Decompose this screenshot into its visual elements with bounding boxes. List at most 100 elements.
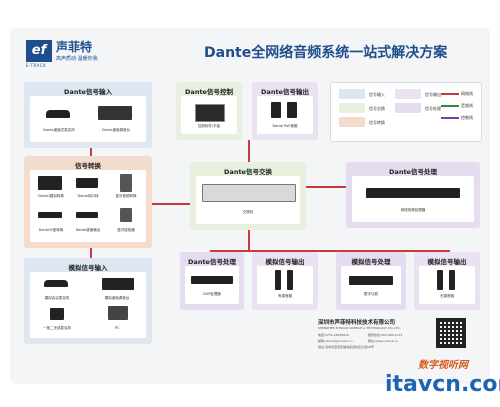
speaker-device-icon [449,270,455,290]
tablet-device-icon [195,104,225,122]
device-label: Dante桌面输出 [75,228,101,232]
legend-label: 控制线 [461,115,473,120]
footer-address: 地址:深圳市宝安区福海街道新田大道68号 [318,345,374,349]
block-analog-input: 模拟信号输入 模拟会议麦克风 模拟桌面调音台 一拖二无线麦克风 PC [24,258,152,344]
block-dante-input: Dante信号输入 Dante桌面式麦克风 Dante桌面调音台 [24,82,152,148]
legend-label: 信号处理 [425,106,441,111]
block-exchange-title: Dante信号交换 [224,168,272,176]
brand-tagline: 高声质动·温暖你我 [56,56,98,62]
connector-left-vertical [90,147,92,157]
device-label: DSP处理器 [203,292,221,296]
legend-label: 信号输入 [369,92,385,97]
switch-device-icon [202,184,296,202]
block-out-b: 模拟信号输出 无源音箱 [414,252,480,310]
legend-swatch [395,103,421,113]
legend-swatch [339,89,365,99]
speaker-device-icon [437,270,443,290]
device-label: PC [114,326,120,330]
legend-swatch [395,89,421,99]
speaker-device-icon [287,102,297,118]
device-label: 控制软件/平板 [197,124,221,128]
device-label: 模拟会议麦克风 [44,296,70,300]
legend-label: 信号转换 [369,120,385,125]
connector-switch-to-right [302,186,346,188]
connector-top-to-switch [248,140,250,164]
device-label: 蓝牙接收器 [117,228,135,232]
block-out-b-title: 模拟信号输出 [427,258,467,266]
legend-label: 音频线 [461,103,473,108]
block-analog-input-title: 模拟信号输入 [68,264,108,272]
block-conversion: 信号转换 Dante/模拟转换 Dante网口转 蓝牙音频转换 Dante卡座转… [24,156,152,248]
mixer-device-icon [98,106,132,120]
connector-switch-to-bottom [248,230,250,252]
connector-left-bottom-vertical [90,248,92,260]
device-label: Dante PoE音箱 [272,124,298,128]
device-label: 无源音箱 [440,294,454,298]
device-label: 有源音箱 [278,294,292,298]
block-dante-input-title: Dante信号输入 [64,88,112,96]
watermark-site-cn: 数字视听网 [418,360,468,371]
block-proc-b: 模拟信号处理 数字功放 [336,252,406,310]
mic-device-icon [46,110,70,118]
device-label: 蓝牙音频转换 [115,194,137,198]
block-processing-right: Dante信号处理 网络音频处理器 [346,162,480,228]
brand-name: 声菲特 [56,40,93,54]
legend-control-line [441,117,459,119]
footer-phone: 电话:0755-28465616 [318,333,349,337]
block-proc-a: Dante信号处理 DSP处理器 [180,252,244,310]
adapter-device-icon [38,212,62,218]
bluetooth-device-icon [120,174,132,192]
watermark-site-url: itavcn.com [385,372,500,397]
device-label: 数字功放 [364,292,378,296]
converter-device-icon [76,178,98,188]
legend-swatch [339,117,365,127]
legend-label: 信号交换 [369,106,385,111]
legend-label: 信号输出 [425,92,441,97]
connector-left-to-switch [148,203,196,205]
block-conversion-title: 信号转换 [75,162,101,170]
legend-audio-line [441,105,459,107]
device-label: 模拟桌面调音台 [104,296,130,300]
processor-device-icon [366,188,460,198]
footer-hotline: 服务热线:400-900-2723 [368,333,403,337]
block-processing-right-title: Dante信号处理 [389,168,437,176]
block-proc-b-title: 模拟信号处理 [351,258,391,266]
receiver-device-icon [120,208,132,222]
qr-code-icon [436,318,466,348]
device-label: 交换机 [242,210,254,214]
footer-company: 深圳市声菲特科技技术有限公司 [318,320,396,326]
device-label: 网络音频处理器 [400,208,426,212]
block-dante-control: Dante信号控制 控制软件/平板 [176,82,242,140]
amplifier-device-icon [349,276,393,285]
device-label: 一拖二无线麦克风 [43,326,71,330]
block-dante-output-title: Dante信号输出 [261,88,309,96]
device-label: Dante桌面调音台 [101,128,131,132]
brand-logo-icon: ef [26,40,52,62]
mixer-device-icon [102,278,134,290]
legend-swatch [339,103,365,113]
pc-device-icon [108,306,128,320]
wireless-mic-icon [50,308,64,320]
device-label: Dante桌面式麦克风 [43,128,75,132]
converter-device-icon [38,176,62,190]
mic-device-icon [44,280,68,287]
dsp-device-icon [191,276,233,284]
block-proc-a-title: Dante信号处理 [188,258,236,266]
device-label: Dante/模拟转换 [38,194,64,198]
legend: 信号输入 信号交换 信号转换 信号输出 信号处理 网络线 音频线 控制线 [330,82,482,142]
speaker-device-icon [271,102,281,118]
block-out-a-title: 模拟信号输出 [265,258,305,266]
block-out-a: 模拟信号输出 有源音箱 [252,252,318,310]
footer-company-en: SHENZHEN E-TRACK SCIENCE & TECHNOLOGY CO… [318,326,401,330]
footer-email: 邮箱:etrack@e-track.cn [318,339,353,343]
speaker-device-icon [287,270,293,290]
adapter-device-icon [76,212,98,218]
legend-label: 网络线 [461,91,473,96]
block-exchange: Dante信号交换 交换机 [190,162,306,230]
block-dante-control-title: Dante信号控制 [185,88,233,96]
legend-network-line [441,93,459,95]
page-title: Dante全网络音频系统一站式解决方案 [204,45,448,61]
connector-bottom-horizontal [210,250,450,252]
device-label: Dante卡座转换 [38,228,64,232]
device-label: Dante网口转 [77,194,99,198]
